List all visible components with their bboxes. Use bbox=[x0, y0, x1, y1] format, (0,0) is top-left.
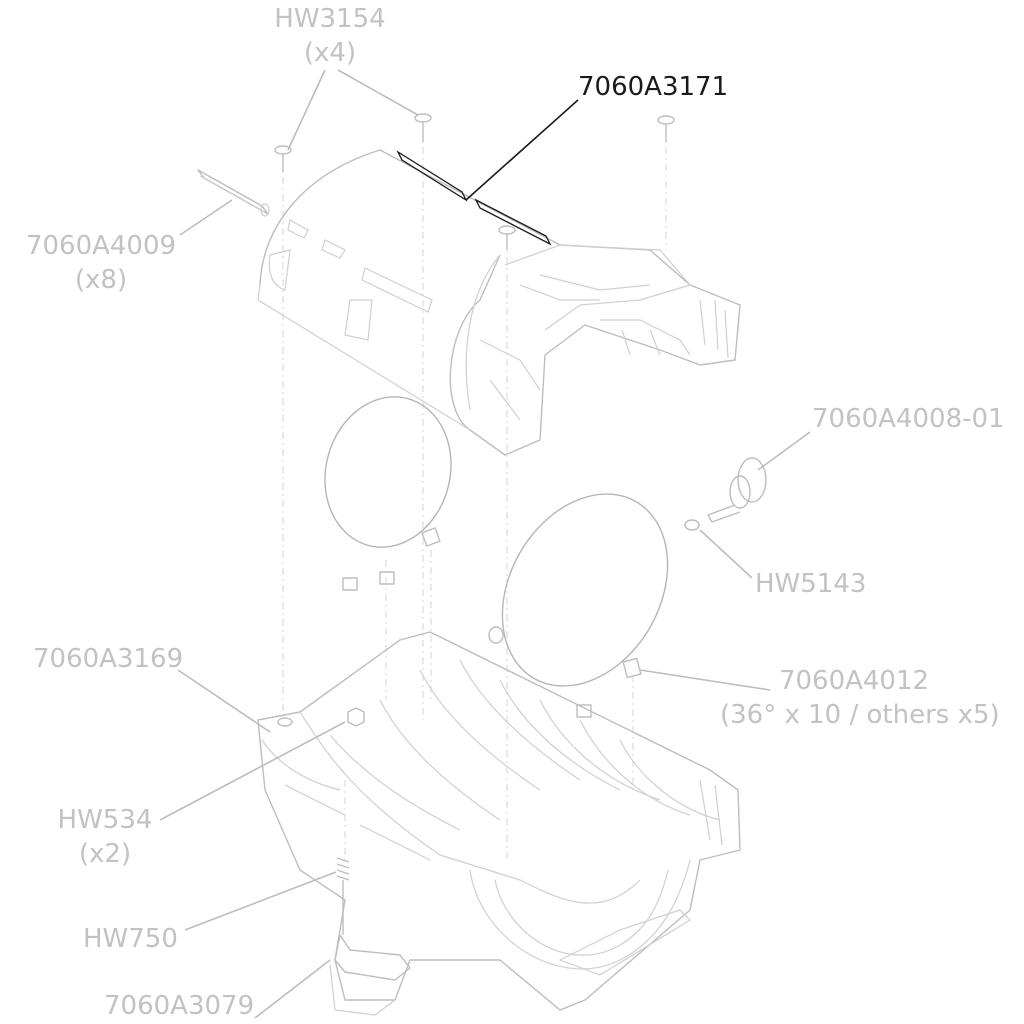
label-hw5143-part: HW5143 bbox=[755, 569, 867, 599]
rod-7060A4009 bbox=[197, 169, 270, 217]
label-hw534: HW534 (x2) bbox=[50, 803, 160, 871]
rail-7060A3171 bbox=[396, 150, 552, 246]
label-hw5143: HW5143 bbox=[755, 567, 866, 601]
label-7060A4012: 7060A4012 (36° x 10 / others x5) bbox=[720, 664, 1000, 732]
washer-hw5143 bbox=[684, 519, 700, 531]
label-7060A4012-qty: (36° x 10 / others x5) bbox=[720, 700, 1000, 730]
label-7060A4009-part: 7060A4009 bbox=[25, 231, 177, 261]
latch-7060A3079 bbox=[329, 934, 411, 1016]
label-hw3154-part: HW3154 bbox=[274, 4, 386, 34]
screws-hw3154 bbox=[274, 113, 675, 250]
knob-7060A4008-01 bbox=[707, 457, 767, 523]
label-hw534-part: HW534 bbox=[57, 805, 153, 835]
label-7060A4008-01-part: 7060A4008-01 bbox=[812, 404, 1005, 434]
upper-housing bbox=[257, 149, 741, 456]
spring-hw750 bbox=[336, 857, 350, 935]
label-hw534-qty: (x2) bbox=[78, 839, 132, 869]
lower-housing bbox=[257, 631, 741, 1011]
label-7060A3171-part: 7060A3171 bbox=[578, 72, 729, 102]
label-7060A3169: 7060A3169 bbox=[33, 642, 183, 676]
small-clips bbox=[342, 527, 642, 718]
nut-hw534 bbox=[347, 707, 365, 727]
label-7060A3169-part: 7060A3169 bbox=[33, 644, 184, 674]
label-7060A4008-01: 7060A4008-01 bbox=[812, 402, 1005, 436]
leader-lines bbox=[159, 69, 811, 1019]
label-hw750: HW750 bbox=[83, 922, 178, 956]
assembly-axes bbox=[282, 130, 667, 860]
lenses bbox=[324, 396, 669, 687]
label-7060A4009-qty: (x8) bbox=[74, 265, 128, 295]
label-hw3154: HW3154 (x4) bbox=[270, 2, 390, 70]
label-hw3154-qty: (x4) bbox=[303, 38, 357, 68]
label-hw750-part: HW750 bbox=[83, 924, 178, 954]
label-7060A3171: 7060A3171 bbox=[578, 70, 728, 104]
label-7060A3079-part: 7060A3079 bbox=[104, 991, 255, 1021]
label-7060A3079: 7060A3079 bbox=[104, 989, 254, 1023]
label-7060A4009: 7060A4009 (x8) bbox=[20, 229, 182, 297]
label-7060A4012-part: 7060A4012 bbox=[778, 666, 930, 696]
